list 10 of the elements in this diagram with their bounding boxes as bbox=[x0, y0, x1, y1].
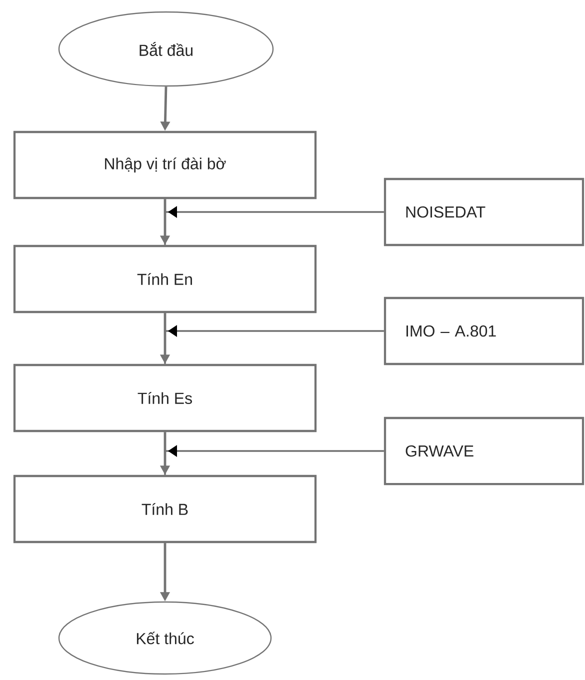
process-box: Tính En bbox=[13, 244, 317, 314]
arrow bbox=[164, 206, 384, 245]
input-box: GRWAVE bbox=[384, 416, 584, 486]
input-box: IMO – A.801 bbox=[384, 296, 584, 366]
process-box: Tính B bbox=[13, 474, 317, 544]
process-box: Nhập vị trí đài bờ bbox=[13, 130, 317, 200]
input-box: NOISEDAT bbox=[384, 178, 584, 246]
arrow bbox=[164, 445, 384, 475]
arrow bbox=[164, 325, 384, 364]
process-box: Tính Es bbox=[13, 364, 317, 432]
